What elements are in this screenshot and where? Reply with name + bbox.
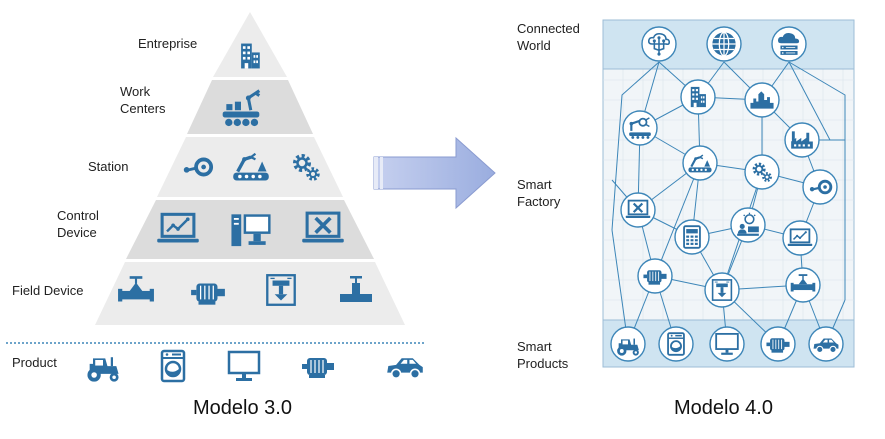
label-smart-factory: Smart Factory bbox=[517, 177, 561, 209]
node-calculator bbox=[674, 219, 710, 255]
level-label-product: Product bbox=[12, 355, 57, 370]
pyramid-level-station bbox=[157, 137, 343, 197]
monitor-icon bbox=[227, 350, 261, 383]
node-cloud-network bbox=[641, 26, 677, 62]
network-nodes bbox=[610, 26, 844, 362]
node-tractor bbox=[610, 326, 646, 362]
level-label-entreprise: Entreprise bbox=[138, 36, 198, 51]
label-smart-products: Smart Products bbox=[517, 339, 569, 371]
motor-icon bbox=[301, 357, 335, 379]
node-person-idea bbox=[730, 207, 766, 243]
node-laptop-tools bbox=[620, 192, 656, 228]
node-valve bbox=[785, 267, 821, 303]
node-monitor bbox=[709, 326, 745, 362]
calculator-icon bbox=[683, 225, 701, 249]
node-conveyor-arm bbox=[682, 145, 718, 181]
caption-modelo-4: Modelo 4.0 bbox=[674, 397, 773, 419]
node-car bbox=[808, 326, 844, 362]
tractor-icon bbox=[87, 357, 119, 382]
car-icon bbox=[386, 357, 424, 380]
node-cloud-server bbox=[771, 26, 807, 62]
pyramid-level-field-device bbox=[95, 262, 405, 325]
globe-icon bbox=[711, 31, 737, 57]
node-steering bbox=[802, 169, 838, 205]
level-label-work-centers: Work Centers bbox=[120, 84, 166, 116]
washing-machine-icon bbox=[160, 349, 186, 383]
node-factory bbox=[784, 122, 820, 158]
desktop-computer-icon bbox=[231, 214, 271, 247]
node-washing-machine bbox=[658, 326, 694, 362]
caption-modelo-3: Modelo 3.0 bbox=[193, 397, 292, 419]
node-sensor bbox=[704, 272, 740, 308]
node-gears bbox=[744, 154, 780, 190]
node-skyline bbox=[744, 82, 780, 118]
node-motor-product bbox=[760, 326, 796, 362]
node-motor bbox=[637, 258, 673, 294]
node-globe bbox=[706, 26, 742, 62]
label-connected-world: Connected World bbox=[517, 21, 580, 53]
transition-arrow bbox=[373, 136, 496, 210]
level-label-field-device: Field Device bbox=[12, 283, 84, 298]
node-laptop-chart bbox=[782, 220, 818, 256]
node-building bbox=[680, 79, 716, 115]
level-label-control-device: Control Device bbox=[57, 208, 99, 240]
level-label-station: Station bbox=[88, 159, 129, 174]
node-robot-arm bbox=[622, 110, 658, 146]
